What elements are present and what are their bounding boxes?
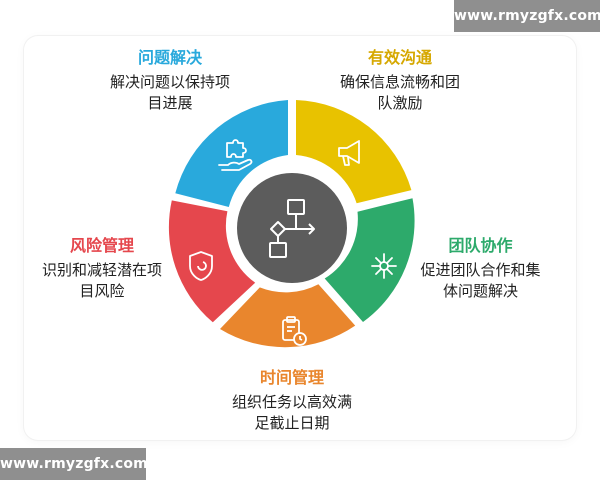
desc-problem-line2: 目进展 (147, 94, 193, 112)
segment-comm (296, 100, 412, 204)
desc-comm-line1: 确保信息流畅和团 (339, 73, 460, 91)
segment-problem (175, 100, 288, 207)
label-risk: 风险管理 识别和减轻潜在项 目风险 (18, 236, 186, 302)
title-risk: 风险管理 (69, 236, 134, 255)
desc-team: 促进团队合作和集 体问题解决 (398, 260, 563, 302)
watermark-bottom: www.rmyzgfx.com (0, 448, 146, 480)
shield-icon (189, 251, 213, 281)
label-time: 时间管理 组织任务以高效满 足截止日期 (208, 368, 376, 434)
title-time: 时间管理 (259, 368, 324, 387)
megaphone-icon (338, 140, 360, 166)
desc-comm-line2: 队激励 (377, 94, 423, 112)
desc-time-line2: 足截止日期 (254, 414, 330, 432)
segment-time (220, 284, 356, 348)
desc-time: 组织任务以高效满 足截止日期 (208, 392, 376, 434)
desc-risk-line1: 识别和减轻潜在项 (41, 261, 162, 279)
watermark-top: www.rmyzgfx.com (454, 0, 600, 32)
clipboard-clock-icon (282, 316, 307, 346)
desc-time-line1: 组织任务以高效满 (231, 393, 352, 411)
flowchart-icon (269, 199, 315, 258)
desc-risk: 识别和减轻潜在项 目风险 (18, 260, 186, 302)
title-problem: 问题解决 (137, 48, 202, 67)
desc-team-line2: 体问题解决 (442, 282, 518, 300)
label-problem: 问题解决 解决问题以保持项 目进展 (95, 48, 245, 114)
title-comm: 有效沟通 (367, 48, 432, 67)
desc-risk-line2: 目风险 (79, 282, 125, 300)
desc-problem-line1: 解决问题以保持项 (109, 73, 230, 91)
label-comm: 有效沟通 确保信息流畅和团 队激励 (325, 48, 475, 114)
network-icon (371, 253, 397, 279)
title-team: 团队协作 (448, 236, 513, 255)
segment-team (324, 198, 415, 322)
puzzle-hand-icon (218, 139, 253, 171)
desc-team-line1: 促进团队合作和集 (420, 261, 541, 279)
desc-comm: 确保信息流畅和团 队激励 (325, 72, 475, 114)
desc-problem: 解决问题以保持项 目进展 (95, 72, 245, 114)
label-team: 团队协作 促进团队合作和集 体问题解决 (398, 236, 563, 302)
